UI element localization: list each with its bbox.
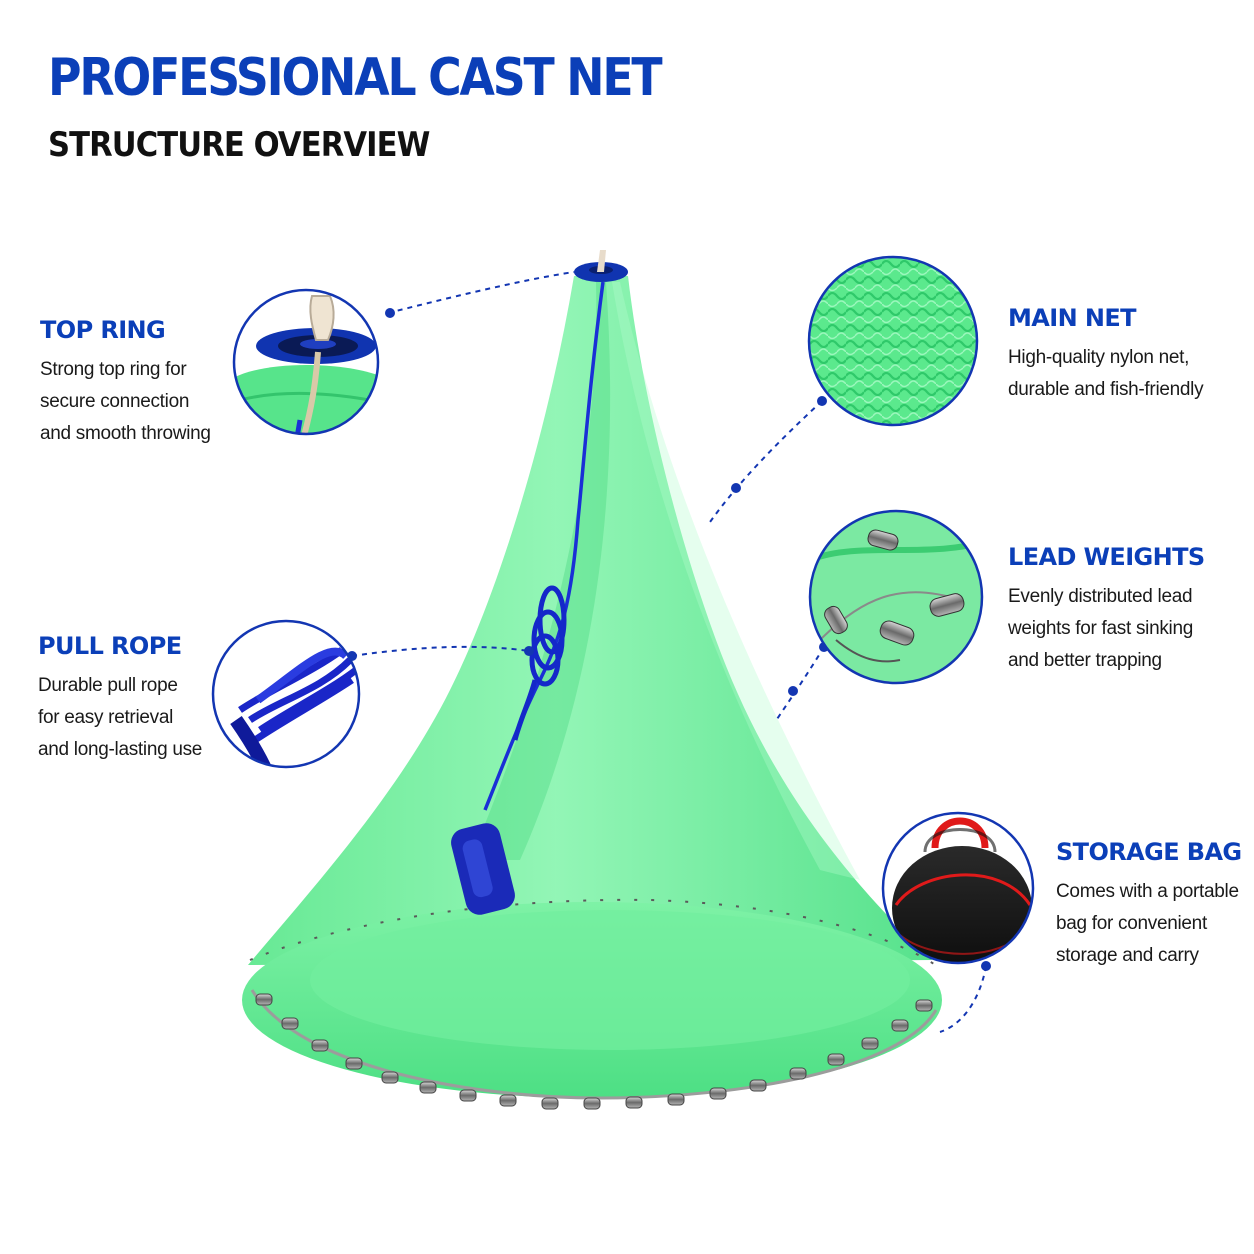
connector-lead-weights: [774, 646, 825, 723]
connector-main-net: [709, 400, 823, 523]
net-cone: [248, 276, 932, 965]
connector-dots: [347, 308, 991, 971]
feature-top-ring-description: Strong top ring for secure connection an…: [40, 359, 211, 444]
top-ring-closeup-icon: [232, 288, 380, 436]
nylon-mesh-closeup-icon: [807, 255, 979, 427]
feature-lead-weights: LEAD WEIGHTS Evenly distributed lead wei…: [1008, 545, 1238, 677]
top-swivel: [597, 250, 606, 272]
feature-main-net-description: High-quality nylon net, durable and fish…: [1008, 347, 1204, 400]
feature-main-net: MAIN NET High-quality nylon net, durable…: [1008, 306, 1238, 406]
page-title: PROFESSIONAL CAST NET: [48, 48, 663, 108]
lead-weights-closeup-icon: [808, 509, 984, 685]
feature-pull-rope-description: Durable pull rope for easy retrieval and…: [38, 675, 203, 760]
feature-storage-bag: STORAGE BAG Comes with a portable bag fo…: [1056, 840, 1254, 972]
feature-lead-weights-title: LEAD WEIGHTS: [1008, 543, 1205, 571]
feature-storage-bag-title: STORAGE BAG: [1056, 838, 1242, 866]
feature-top-ring-title: TOP RING: [40, 316, 166, 344]
lead-weights-row: [255, 993, 933, 1110]
feature-lead-weights-description: Evenly distributed lead weights for fast…: [1008, 586, 1193, 671]
feature-top-ring: TOP RING Strong top ring for secure conn…: [40, 318, 270, 450]
cast-net-illustration: [242, 250, 942, 1110]
pull-rope-closeup-icon: [211, 619, 361, 769]
callout-connectors: [351, 271, 987, 1033]
feature-pull-rope: PULL ROPE Durable pull rope for easy ret…: [38, 634, 268, 766]
feature-storage-bag-description: Comes with a portable bag for convenient…: [1056, 881, 1239, 966]
page-subtitle: STRUCTURE OVERVIEW: [48, 125, 430, 165]
connector-pull-rope: [351, 645, 530, 657]
net-inner-opening: [310, 910, 910, 1050]
lead-line: [250, 989, 938, 1100]
feature-pull-rope-title: PULL ROPE: [38, 632, 182, 660]
storage-bag-closeup-icon: [881, 811, 1035, 965]
connector-storage-bag: [939, 965, 987, 1033]
feature-main-net-title: MAIN NET: [1008, 304, 1136, 332]
pull-rope-coil: [512, 585, 567, 741]
connector-top-ring: [387, 271, 575, 314]
